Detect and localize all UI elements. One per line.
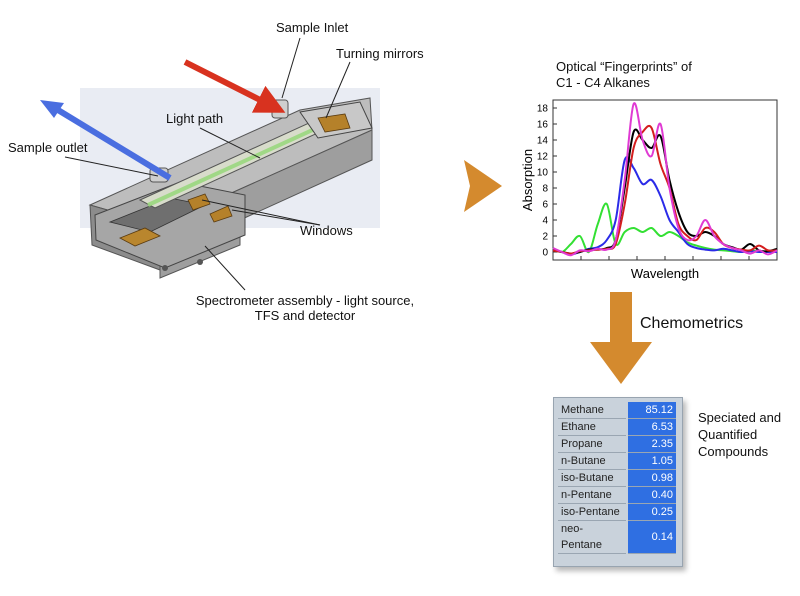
compound-value: 85.12 bbox=[626, 402, 676, 419]
compound-name: n-Butane bbox=[558, 452, 627, 470]
windows-label: Windows bbox=[300, 223, 353, 238]
sample-inlet-label: Sample Inlet bbox=[276, 20, 349, 35]
compound-value: 2.35 bbox=[626, 435, 676, 453]
y-tick-label: 0 bbox=[542, 248, 548, 259]
window-right bbox=[209, 205, 233, 223]
series-line-5 bbox=[552, 102, 778, 257]
compound-name: Propane bbox=[558, 435, 627, 453]
light-path-beam bbox=[147, 120, 331, 207]
compounds-caption-line1: Speciated and bbox=[698, 410, 782, 425]
spectrometer-device-illustration bbox=[40, 37, 380, 291]
y-tick-label: 10 bbox=[537, 168, 549, 179]
compounds-caption-line2: Quantified bbox=[698, 427, 758, 442]
chart-title-line1: Optical “Fingerprints” of bbox=[556, 59, 692, 74]
absorption-chart: 0 2 4 6 8 10 12 14 16 18 Wavelength Absorption bbox=[520, 99, 778, 281]
chart-title: Optical “Fingerprints” of C1 - C4 Alkane… bbox=[556, 59, 692, 92]
compound-name: iso-Butane bbox=[558, 469, 627, 487]
compound-value: 0.25 bbox=[626, 503, 676, 521]
sample-outlet-label: Sample outlet bbox=[8, 140, 88, 155]
outlet-arrow-head bbox=[40, 100, 64, 118]
compound-name: iso-Pentane bbox=[558, 503, 627, 521]
compound-name: n-Pentane bbox=[558, 486, 627, 504]
flow-arrow-down bbox=[590, 292, 652, 384]
compound-name: Ethane bbox=[558, 418, 627, 436]
spectrometer-assembly-label: Spectrometer assembly - light source, TF… bbox=[180, 293, 430, 324]
compound-value: 0.98 bbox=[626, 469, 676, 487]
y-tick-label: 16 bbox=[537, 120, 549, 131]
flow-arrow-right bbox=[464, 160, 502, 212]
light-path-label: Light path bbox=[166, 111, 224, 126]
window-left bbox=[187, 193, 211, 211]
spectrometer-label-line2: TFS and detector bbox=[254, 307, 356, 323]
inlet-arrow bbox=[183, 59, 286, 113]
turning-mirror bbox=[317, 113, 351, 133]
compound-name: Methane bbox=[558, 402, 627, 419]
y-tick-label: 18 bbox=[537, 104, 549, 115]
y-tick-label: 2 bbox=[542, 232, 548, 243]
y-tick-label: 12 bbox=[537, 152, 549, 163]
turning-mirrors-label: Turning mirrors bbox=[336, 46, 424, 61]
chart-title-line2: C1 - C4 Alkanes bbox=[556, 75, 650, 91]
compound-value: 6.53 bbox=[626, 418, 676, 436]
compound-name: neo-Pentane bbox=[558, 520, 627, 554]
detector-window bbox=[119, 227, 161, 247]
plot-frame bbox=[552, 99, 778, 261]
x-axis-label: Wavelength bbox=[631, 266, 699, 281]
y-axis-label: Absorption bbox=[520, 149, 535, 211]
sample-inlet-fitting bbox=[271, 99, 289, 119]
chemometrics-label: Chemometrics bbox=[640, 315, 744, 332]
spectrometer-label-line1: Spectrometer assembly - light source, bbox=[195, 293, 415, 308]
y-tick-label: 14 bbox=[537, 136, 549, 147]
compound-value: 0.14 bbox=[626, 520, 676, 554]
compound-value: 0.40 bbox=[626, 486, 676, 504]
y-tick-label: 6 bbox=[542, 200, 548, 211]
compounds-caption-line3: Compounds bbox=[698, 444, 769, 459]
outlet-arrow-shaft bbox=[56, 107, 172, 181]
y-tick-label: 4 bbox=[542, 216, 548, 227]
compound-value: 1.05 bbox=[626, 452, 676, 470]
y-tick-label: 8 bbox=[542, 184, 548, 195]
compounds-caption: Speciated and Quantified Compounds bbox=[698, 409, 781, 460]
